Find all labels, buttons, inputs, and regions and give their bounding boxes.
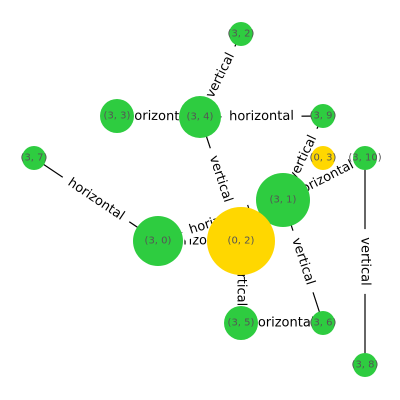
node-label: (3, 1): [270, 195, 297, 206]
edge-label-background: [242, 315, 322, 331]
edge-label-group: horizontal: [221, 108, 302, 125]
node-label: (3, 6): [310, 318, 337, 329]
edge-label-background: [202, 145, 239, 213]
node-n35: [224, 306, 258, 340]
edge-label: horizontal: [126, 109, 191, 125]
edge-label-background: [357, 229, 373, 294]
edge-label: vertical: [358, 237, 373, 285]
node-n33: [100, 99, 134, 133]
node-n38: [353, 353, 377, 377]
edge-label-group: vertical: [285, 228, 321, 295]
node-n34: [179, 96, 221, 138]
node-n310: [353, 146, 377, 170]
node-label: (3, 2): [228, 29, 255, 40]
node-label: (3, 8): [352, 360, 379, 371]
node-label: (0, 2): [228, 236, 255, 247]
node-n36: [311, 311, 335, 335]
edge-label: horizontal: [250, 316, 315, 331]
edge-label-background: [221, 108, 302, 125]
edge-label-layer: vertical horizontal horizontal vertical hori…: [58, 42, 373, 331]
edge-label-group: vertical: [202, 145, 239, 213]
edge-label: vertical: [206, 154, 235, 205]
node-n02: [207, 207, 275, 275]
node-label: (3, 10): [348, 153, 381, 164]
node-label: (3, 4): [187, 112, 214, 123]
edge-label: horizontal: [65, 175, 127, 224]
node-label: (3, 7): [21, 153, 48, 164]
node-n30: [133, 216, 183, 266]
node-label: (3, 9): [310, 111, 337, 122]
node-n37: [22, 146, 46, 170]
edge-label-group: horizontal: [118, 108, 199, 125]
edge-label: vertical: [288, 236, 317, 287]
edge-label-group: vertical: [357, 229, 373, 294]
node-n03: [311, 146, 335, 170]
node-label: (3, 0): [145, 236, 172, 247]
node-layer: (3, 2) (3, 3) (3, 4) (3, 9) (3, 7) (0, 3) (3, …: [21, 22, 382, 377]
edge-label: horizontal: [229, 109, 294, 125]
edge-label-background: [58, 170, 134, 229]
edge-label-group: horizontal: [58, 170, 134, 229]
node-n31: [256, 173, 310, 227]
node-n32: [229, 22, 253, 46]
edge-label-background: [118, 108, 199, 125]
edge-label-group: horizontal: [242, 315, 322, 331]
edge-label-background: [281, 125, 325, 191]
node-n39: [311, 104, 335, 128]
edge-label-background: [198, 42, 243, 109]
node-label: (3, 3): [104, 111, 131, 122]
edge-label-background: [285, 228, 321, 295]
node-label: (0, 3): [310, 153, 337, 164]
node-label: (3, 5): [228, 318, 255, 329]
